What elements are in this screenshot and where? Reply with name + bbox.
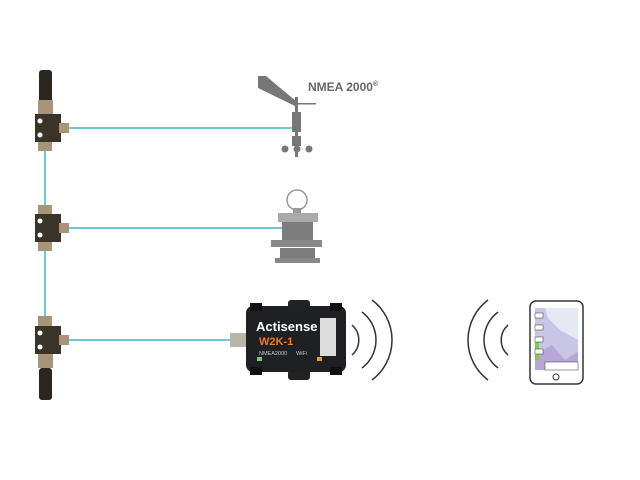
depth-transducer-icon (271, 189, 322, 263)
t-connector-1 (35, 114, 69, 151)
tablet-chart-app (529, 300, 584, 385)
terminator-bottom (39, 368, 52, 400)
wifi-signal-in-icon (467, 299, 509, 381)
gateway-subtitle: NMEA2000 (259, 351, 287, 357)
gateway-model: W2K-1 (259, 336, 293, 348)
t-connector-3 (35, 316, 69, 368)
wind-vane-icon (258, 76, 316, 157)
network-label: NMEA 2000 (308, 80, 373, 94)
t-connector-2 (35, 205, 69, 251)
wifi-signal-out-icon (351, 299, 393, 381)
w2k-1-gateway: Actisense W2K-1 NMEA2000 WiFi (230, 300, 346, 380)
registered-mark: ® (372, 81, 379, 88)
gateway-brand: Actisense (256, 319, 317, 334)
nmea-2000-label: NMEA 2000® (308, 80, 378, 94)
cables (44, 127, 296, 341)
gateway-wifi-label: WiFi (296, 351, 307, 357)
terminator-top (38, 70, 53, 114)
